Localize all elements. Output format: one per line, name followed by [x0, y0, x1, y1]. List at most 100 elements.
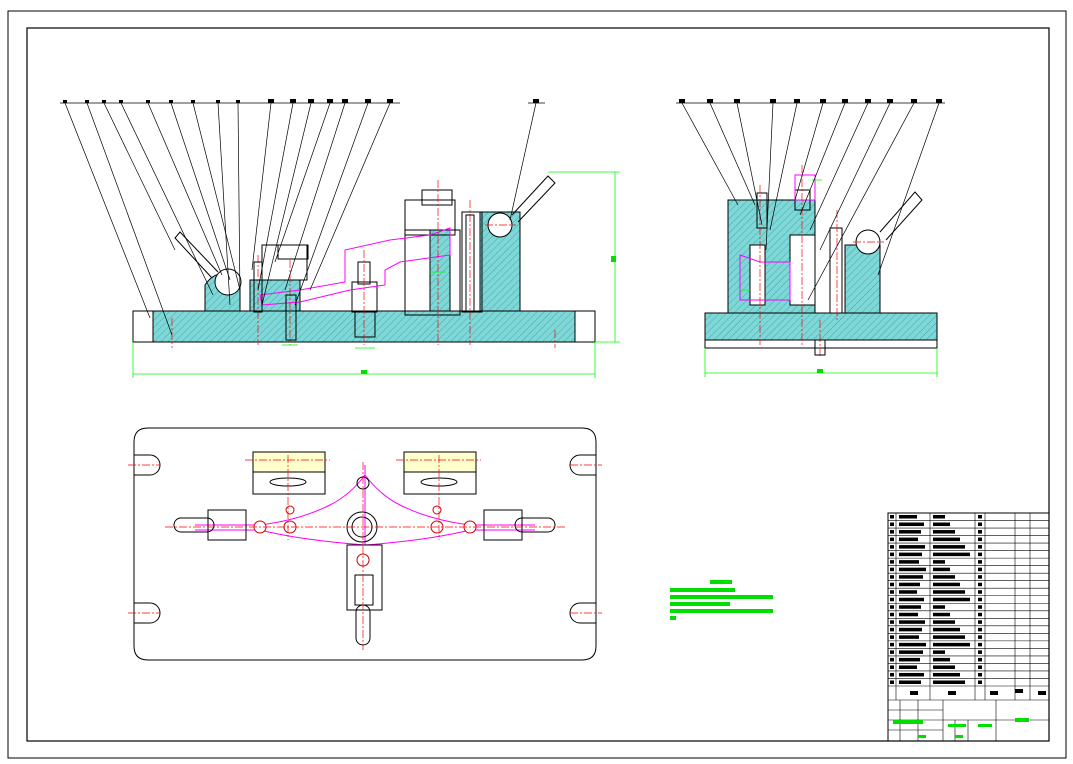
parts-row-text	[978, 582, 982, 587]
parts-row-text	[899, 680, 921, 684]
parts-row-text	[899, 567, 926, 572]
parts-row-text	[890, 657, 894, 662]
parts-row-text	[933, 537, 960, 542]
parts-row-text	[899, 665, 917, 669]
parts-row-text	[899, 560, 919, 564]
inner-border	[26, 27, 1050, 742]
front-view-leaders	[60, 99, 545, 336]
parts-row-text	[890, 605, 894, 609]
parts-row-text	[978, 650, 982, 654]
parts-row-text	[978, 642, 982, 647]
parts-row-text	[933, 665, 955, 669]
parts-row-text	[978, 627, 982, 632]
parts-row-text	[890, 530, 894, 534]
parts-row-text	[899, 605, 921, 609]
parts-row-text	[899, 650, 923, 654]
parts-row-text	[890, 672, 894, 677]
parts-row-text	[899, 657, 920, 662]
parts-row-text	[933, 590, 965, 594]
outer-border	[7, 10, 1067, 759]
parts-row-text	[933, 560, 945, 564]
parts-row-text	[978, 530, 982, 534]
parts-row-text	[899, 515, 917, 519]
parts-row-text	[890, 620, 894, 624]
parts-row-text	[978, 537, 982, 542]
parts-row-text	[890, 515, 894, 519]
parts-row-text	[890, 560, 894, 564]
parts-row-text	[978, 597, 982, 602]
parts-row-text	[890, 627, 894, 632]
parts-row-text	[978, 612, 982, 617]
parts-row-text	[890, 665, 894, 669]
parts-row-text	[899, 530, 921, 534]
parts-row-text	[933, 642, 970, 647]
parts-row-text	[890, 582, 894, 587]
parts-row-text	[899, 575, 923, 579]
parts-row-text	[933, 567, 950, 572]
parts-row-text	[890, 575, 894, 579]
parts-row-text	[899, 597, 924, 602]
parts-row-text	[890, 650, 894, 654]
parts-row-text	[933, 627, 960, 632]
parts-row-text	[933, 612, 950, 617]
parts-row-text	[899, 642, 926, 647]
parts-row-text	[933, 597, 970, 602]
parts-row-text	[890, 545, 894, 549]
parts-row-text	[890, 590, 894, 594]
parts-row-text	[978, 590, 982, 594]
parts-row-text	[933, 657, 950, 662]
parts-row-text	[978, 672, 982, 677]
parts-row-text	[933, 545, 965, 549]
parts-row-text	[933, 552, 970, 557]
parts-row-text	[933, 650, 945, 654]
parts-row-text	[890, 612, 894, 617]
parts-row-text	[978, 665, 982, 669]
parts-row-text	[890, 537, 894, 542]
parts-row-text	[899, 620, 925, 624]
parts-row-text	[978, 620, 982, 624]
parts-row-text	[933, 605, 945, 609]
parts-row-text	[890, 522, 894, 527]
parts-row-text	[978, 545, 982, 549]
parts-row-text	[978, 635, 982, 639]
parts-row-text	[890, 635, 894, 639]
parts-row-text	[899, 552, 922, 557]
parts-row-text	[890, 597, 894, 602]
parts-row-text	[978, 657, 982, 662]
parts-row-text	[933, 582, 960, 587]
parts-row-text	[899, 627, 922, 632]
parts-row-text	[978, 515, 982, 519]
parts-row-text	[899, 582, 920, 587]
parts-row-text	[933, 575, 955, 579]
parts-row-text	[933, 680, 965, 684]
parts-row-text	[933, 635, 965, 639]
parts-row-text	[899, 672, 924, 677]
parts-row-text	[978, 560, 982, 564]
parts-row-text	[933, 522, 950, 527]
title-block	[887, 512, 1050, 742]
parts-row-text	[899, 537, 918, 542]
parts-row-text	[933, 672, 960, 677]
parts-row-text	[933, 620, 955, 624]
parts-row-text	[899, 635, 919, 639]
side-view-leaders	[676, 99, 945, 301]
parts-row-text	[933, 530, 955, 534]
parts-row-text	[978, 605, 982, 609]
front-view	[60, 99, 620, 378]
parts-row-text	[933, 515, 945, 519]
technical-requirements	[670, 580, 773, 620]
parts-row-text	[899, 612, 918, 617]
parts-row-text	[890, 680, 894, 684]
parts-row-text	[899, 522, 924, 527]
parts-row-text	[978, 567, 982, 572]
parts-row-text	[890, 552, 894, 557]
parts-row-text	[978, 575, 982, 579]
side-view	[676, 99, 945, 377]
parts-row-text	[978, 522, 982, 527]
parts-row-text	[899, 545, 925, 549]
parts-row-text	[978, 680, 982, 684]
parts-row-text	[978, 552, 982, 557]
parts-row-text	[890, 642, 894, 647]
top-view	[128, 427, 602, 661]
